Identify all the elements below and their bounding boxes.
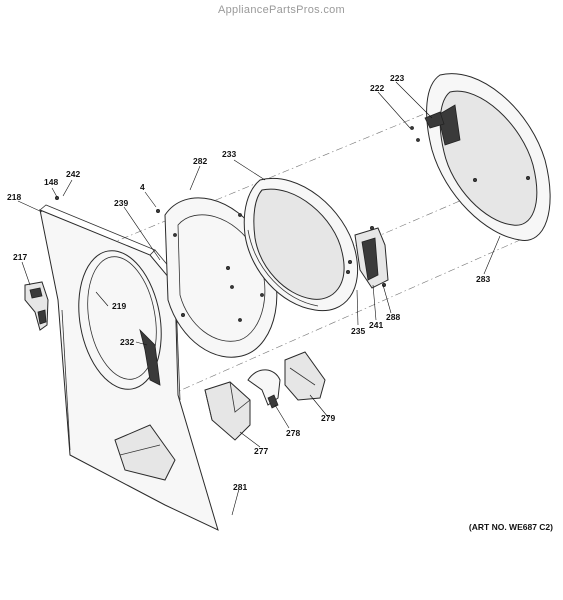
- callout-239[interactable]: 239: [114, 198, 129, 208]
- alignment-line: [94, 94, 471, 251]
- callout-233[interactable]: 233: [222, 149, 237, 159]
- callout-241[interactable]: 241: [369, 320, 384, 330]
- callout-282[interactable]: 282: [193, 156, 208, 166]
- hinge-part: [24, 281, 49, 331]
- alignment-line: [169, 239, 521, 396]
- screw: [180, 312, 185, 317]
- callout-283[interactable]: 283: [476, 274, 491, 284]
- latch-assembly-part: [345, 225, 389, 289]
- callout-148[interactable]: 148: [44, 177, 59, 187]
- callout-219[interactable]: 219: [112, 301, 127, 311]
- callout-4[interactable]: 4: [140, 182, 145, 192]
- dispenser-tray-part: [284, 351, 326, 401]
- callout-279[interactable]: 279: [321, 413, 336, 423]
- callout-281[interactable]: 281: [233, 482, 248, 492]
- callout-278[interactable]: 278: [286, 428, 301, 438]
- callout-242[interactable]: 242: [66, 169, 81, 179]
- callout-217[interactable]: 217: [13, 252, 28, 262]
- leader-lines: [17, 81, 501, 516]
- door-glass-part: [243, 178, 359, 312]
- outer-door-ring-part: [426, 73, 551, 241]
- callout-288[interactable]: 288: [386, 312, 401, 322]
- dispenser-box-part: [204, 381, 251, 441]
- callout-222[interactable]: 222: [370, 83, 385, 93]
- callout-223[interactable]: 223: [390, 73, 405, 83]
- hinge-screw-part: [410, 111, 445, 142]
- screw: [225, 265, 230, 270]
- dispenser-cup-part: [247, 369, 281, 409]
- callout-232[interactable]: 232: [120, 337, 135, 347]
- callout-235[interactable]: 235: [351, 326, 366, 336]
- art-number: (ART NO. WE687 C2): [468, 522, 553, 532]
- callout-218[interactable]: 218: [7, 192, 22, 202]
- callout-277[interactable]: 277: [254, 446, 269, 456]
- watermark: AppliancePartsPros.com: [217, 4, 346, 16]
- screw: [155, 208, 160, 213]
